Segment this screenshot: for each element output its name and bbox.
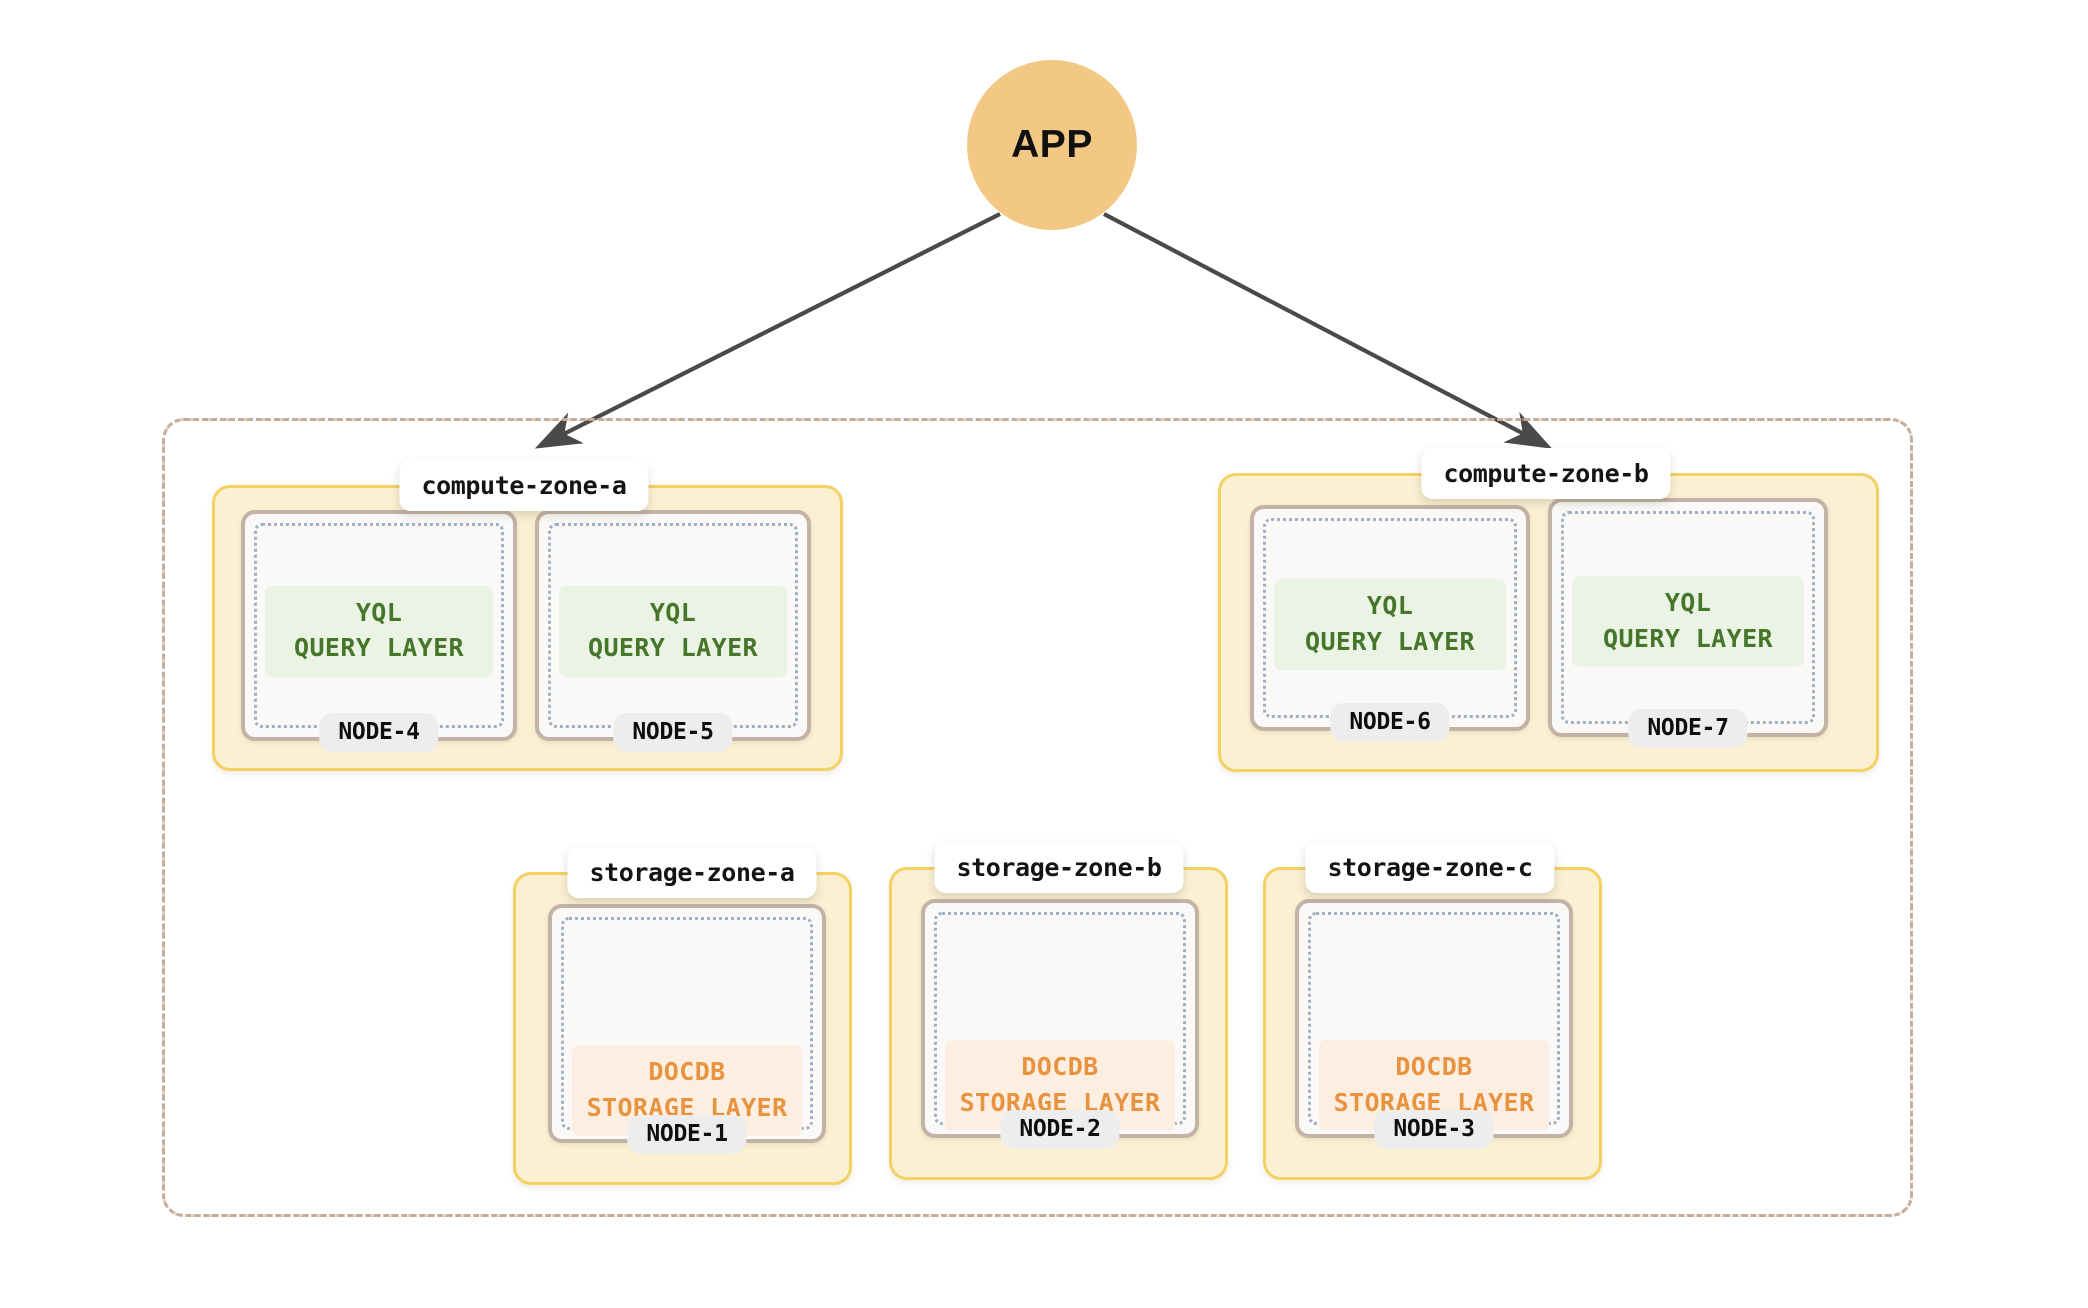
node-inner-area-node-6: YQL QUERY LAYER	[1263, 518, 1517, 718]
node-box-node-7[interactable]: YQL QUERY LAYER NODE-7	[1548, 498, 1828, 748]
zone-compute-zone-b[interactable]: YQL QUERY LAYER NODE-6 YQL QUERY LAYER NODE-7	[1218, 473, 1879, 772]
layer-subtitle: QUERY LAYER	[588, 633, 758, 663]
layer-subtitle: QUERY LAYER	[1305, 626, 1475, 656]
node-inner-area-node-7: YQL QUERY LAYER	[1561, 511, 1815, 724]
layer-title: YQL	[1366, 591, 1414, 621]
layer-title: YQL	[1664, 588, 1712, 618]
app-label: APP	[1011, 123, 1093, 166]
layer-title: YQL	[649, 597, 697, 627]
yql-query-layer-node-5: YQL QUERY LAYER	[559, 585, 787, 677]
yql-query-layer-node-7: YQL QUERY LAYER	[1572, 576, 1804, 668]
deployment-region-boundary	[162, 418, 1913, 1217]
node-id-pill-node-6: NODE-6	[1330, 703, 1450, 742]
zone-label-compute-zone-a: compute-zone-a	[399, 460, 649, 511]
node-inner-area-node-4: YQL QUERY LAYER	[254, 523, 504, 728]
node-id-pill-node-5: NODE-5	[613, 713, 733, 752]
node-box-node-4[interactable]: YQL QUERY LAYER NODE-4	[241, 510, 517, 752]
node-id-pill-node-2: NODE-2	[1000, 1110, 1120, 1149]
node-id-pill-node-4: NODE-4	[319, 713, 439, 752]
layer-title: YQL	[355, 597, 403, 627]
zone-label-storage-zone-a: storage-zone-a	[567, 847, 817, 898]
app-node[interactable]: APP	[967, 60, 1137, 230]
layer-title: DOCDB	[1021, 1052, 1099, 1082]
arrow-app-to-compute-zone-a	[534, 212, 1001, 449]
node-id-pill-node-3: NODE-3	[1374, 1110, 1494, 1149]
layer-title: DOCDB	[648, 1057, 726, 1087]
yql-query-layer-node-4: YQL QUERY LAYER	[265, 585, 493, 677]
node-box-node-6[interactable]: YQL QUERY LAYER NODE-6	[1250, 505, 1530, 742]
zone-compute-zone-a[interactable]: YQL QUERY LAYER NODE-4 YQL QUERY LAYER NODE-5	[212, 485, 843, 771]
yql-query-layer-node-6: YQL QUERY LAYER	[1274, 579, 1506, 671]
node-id-pill-node-1: NODE-1	[627, 1115, 747, 1154]
node-id-pill-node-7: NODE-7	[1628, 709, 1748, 748]
layer-subtitle: QUERY LAYER	[1603, 623, 1773, 653]
zone-label-storage-zone-c: storage-zone-c	[1305, 842, 1555, 893]
layer-title: DOCDB	[1395, 1052, 1473, 1082]
zone-label-storage-zone-b: storage-zone-b	[934, 842, 1184, 893]
arrow-app-to-compute-zone-b	[1103, 212, 1553, 449]
zone-label-compute-zone-b: compute-zone-b	[1421, 448, 1671, 499]
node-box-node-5[interactable]: YQL QUERY LAYER NODE-5	[535, 510, 811, 752]
node-inner-area-node-5: YQL QUERY LAYER	[548, 523, 798, 728]
layer-subtitle: QUERY LAYER	[294, 633, 464, 663]
